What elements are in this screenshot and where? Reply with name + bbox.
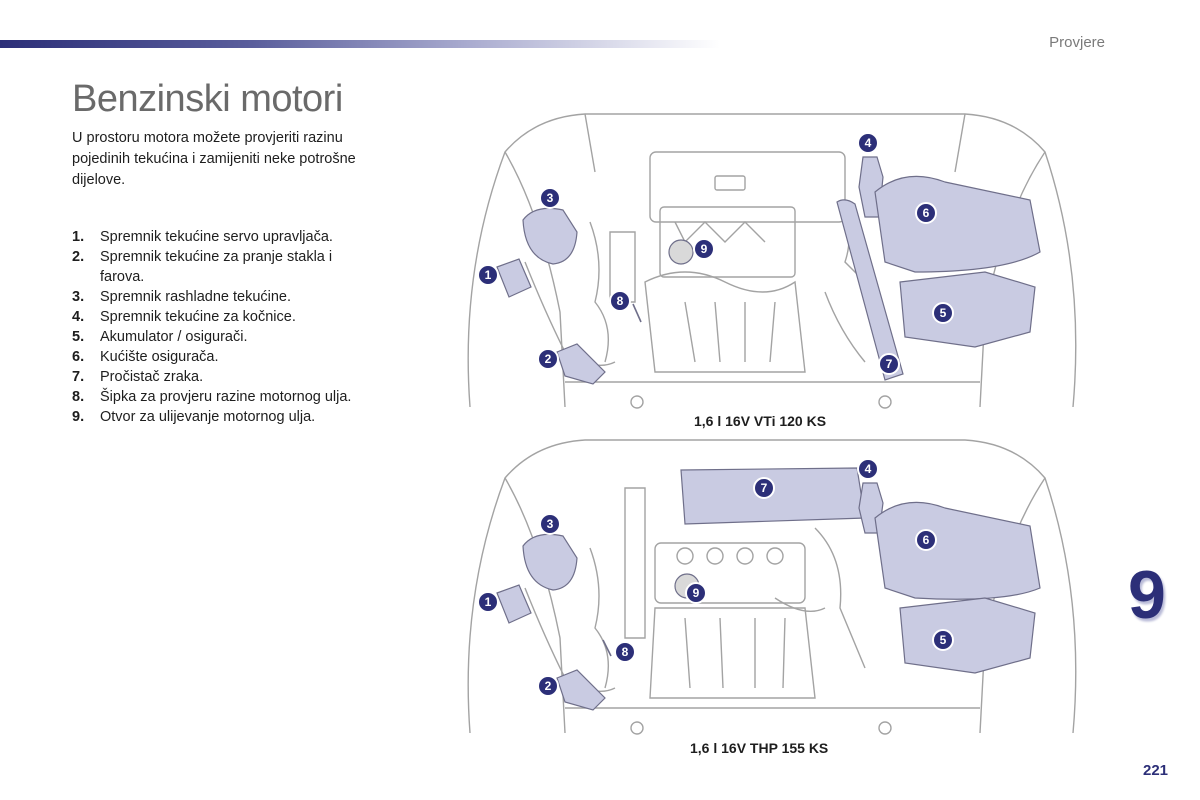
svg-text:8: 8 [617, 294, 624, 308]
item-number: 4. [72, 309, 85, 325]
item-number: 3. [72, 289, 85, 305]
item-number: 9. [72, 409, 85, 425]
list-item: 8. Šipka za provjeru razine motornog ulja… [72, 387, 372, 407]
list-item: 4. Spremnik tekućine za kočnice. [72, 307, 372, 327]
list-item: 3. Spremnik rashladne tekućine. [72, 287, 372, 307]
marker-1: 1 [477, 591, 499, 613]
chapter-number: 9 [1128, 557, 1166, 633]
marker-7: 7 [753, 477, 775, 499]
power-steering-reservoir [496, 258, 532, 298]
marker-8: 8 [614, 641, 636, 663]
diagram-caption-vti: 1,6 l 16V VTi 120 KS [694, 413, 827, 429]
list-item: 7. Pročistač zraka. [72, 367, 372, 387]
svg-text:9: 9 [693, 586, 700, 600]
marker-5: 5 [932, 302, 954, 324]
svg-text:2: 2 [545, 352, 552, 366]
item-number: 6. [72, 349, 85, 365]
item-number: 5. [72, 329, 85, 345]
svg-text:7: 7 [886, 357, 893, 371]
fuse-box [874, 175, 1041, 273]
washer-reservoir [556, 343, 606, 385]
header-color-bar [0, 40, 720, 48]
marker-6: 6 [915, 529, 937, 551]
air-filter [836, 199, 904, 381]
item-label: Spremnik tekućine servo upravljača. [100, 229, 333, 245]
marker-3: 3 [539, 513, 561, 535]
dipstick [632, 303, 642, 323]
svg-text:9: 9 [701, 242, 708, 256]
svg-text:3: 3 [547, 517, 554, 531]
marker-6: 6 [915, 202, 937, 224]
list-item: 5. Akumulator / osigurači. [72, 327, 372, 347]
item-number: 8. [72, 389, 85, 405]
item-label: Akumulator / osigurači. [100, 329, 248, 345]
item-label: Otvor za ulijevanje motornog ulja. [100, 409, 316, 425]
section-label: Provjere [1049, 34, 1105, 51]
item-number: 1. [72, 229, 85, 245]
page-number: 221 [1143, 762, 1169, 779]
marker-4: 4 [857, 132, 879, 154]
svg-text:6: 6 [923, 533, 930, 547]
marker-5: 5 [932, 629, 954, 651]
item-number: 7. [72, 369, 85, 385]
battery [899, 597, 1036, 674]
svg-text:1: 1 [485, 595, 492, 609]
dipstick [602, 639, 612, 657]
parts-list: 1. Spremnik tekućine servo upravljača. 2.… [72, 227, 372, 427]
engine-diagram-vti: 1 2 3 4 5 6 7 8 9 [445, 112, 1095, 412]
marker-2: 2 [537, 675, 559, 697]
svg-text:3: 3 [547, 191, 554, 205]
item-label: Spremnik rashladne tekućine. [100, 289, 292, 305]
marker-3: 3 [539, 187, 561, 209]
marker-9: 9 [693, 238, 715, 260]
marker-1: 1 [477, 264, 499, 286]
marker-4: 4 [857, 458, 879, 480]
svg-text:7: 7 [761, 481, 768, 495]
power-steering-reservoir [496, 584, 532, 624]
fuse-box [874, 501, 1041, 600]
diagram-caption-thp: 1,6 l 16V THP 155 KS [690, 740, 829, 756]
svg-text:5: 5 [940, 633, 947, 647]
list-item: 1. Spremnik tekućine servo upravljača. [72, 227, 372, 247]
coolant-reservoir [522, 207, 578, 265]
item-label: Šipka za provjeru razine motornog ulja. [100, 389, 352, 405]
item-number: 2. [72, 249, 85, 265]
page-title: Benzinski motori [72, 78, 343, 120]
item-label: Pročistač zraka. [100, 369, 204, 385]
svg-text:4: 4 [865, 136, 872, 150]
coolant-reservoir [522, 533, 578, 591]
marker-9: 9 [685, 582, 707, 604]
marker-8: 8 [609, 290, 631, 312]
list-item: 6. Kućište osigurača. [72, 347, 372, 367]
svg-text:1: 1 [485, 268, 492, 282]
air-filter [680, 467, 866, 525]
list-item: 9. Otvor za ulijevanje motornog ulja. [72, 407, 372, 427]
item-label: Spremnik tekućine za pranje stakla i far… [100, 249, 333, 285]
svg-text:2: 2 [545, 679, 552, 693]
item-label: Spremnik tekućine za kočnice. [100, 309, 296, 325]
svg-text:4: 4 [865, 462, 872, 476]
marker-2: 2 [537, 348, 559, 370]
oil-filler-cap [668, 239, 694, 265]
svg-text:5: 5 [940, 306, 947, 320]
intro-paragraph: U prostoru motora možete provjeriti razi… [72, 130, 356, 188]
svg-text:8: 8 [622, 645, 629, 659]
svg-text:6: 6 [923, 206, 930, 220]
list-item: 2. Spremnik tekućine za pranje stakla i f… [72, 247, 372, 287]
marker-7: 7 [878, 353, 900, 375]
washer-reservoir [556, 669, 606, 711]
battery [899, 271, 1036, 348]
item-label: Kućište osigurača. [100, 349, 219, 365]
engine-diagram-thp: 1 2 3 4 5 6 7 8 9 [445, 438, 1095, 738]
